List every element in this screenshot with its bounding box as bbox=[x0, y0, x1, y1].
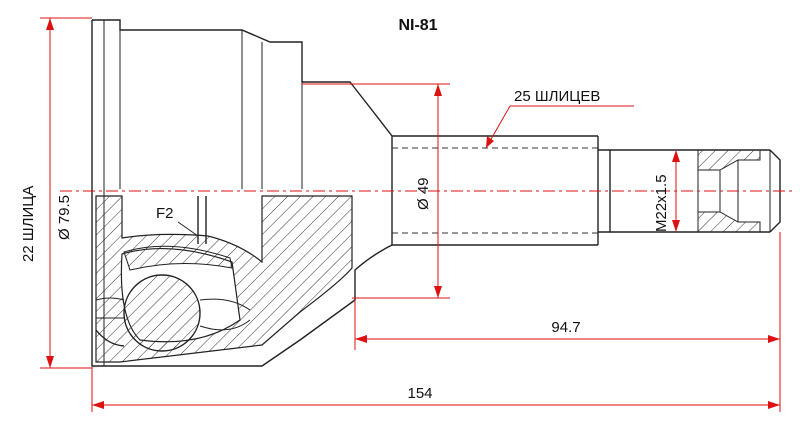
outer-splines-leader bbox=[485, 105, 634, 149]
inner-splines-label: 22 ШЛИЦА bbox=[20, 186, 37, 262]
inner-race-section bbox=[123, 245, 233, 271]
thread-section-top bbox=[697, 149, 761, 171]
drawing-title: NI-81 bbox=[398, 17, 437, 34]
ball bbox=[123, 274, 201, 352]
housing-outline bbox=[91, 19, 393, 367]
flange-label: F2 bbox=[156, 205, 174, 222]
stem-length-label: 94.7 bbox=[551, 319, 580, 336]
thread-section-bottom bbox=[697, 211, 761, 233]
cage bbox=[95, 297, 251, 331]
total-length-label: 154 bbox=[407, 385, 432, 402]
shaft-diameter-dimension bbox=[302, 83, 450, 299]
thread-dimension bbox=[672, 150, 680, 232]
thread-label: M22x1.5 bbox=[653, 174, 670, 232]
outer-diameter-label: Ø 79.5 bbox=[56, 195, 73, 240]
total-length-dimension bbox=[91, 366, 780, 412]
outer-diameter-dimension bbox=[40, 17, 92, 369]
stem-length-dimension bbox=[354, 232, 781, 412]
outer-splines-label: 25 ШЛИЦЕВ bbox=[514, 88, 600, 105]
f2-leader bbox=[177, 221, 199, 237]
shaft-diameter-label: Ø 49 bbox=[415, 177, 432, 210]
